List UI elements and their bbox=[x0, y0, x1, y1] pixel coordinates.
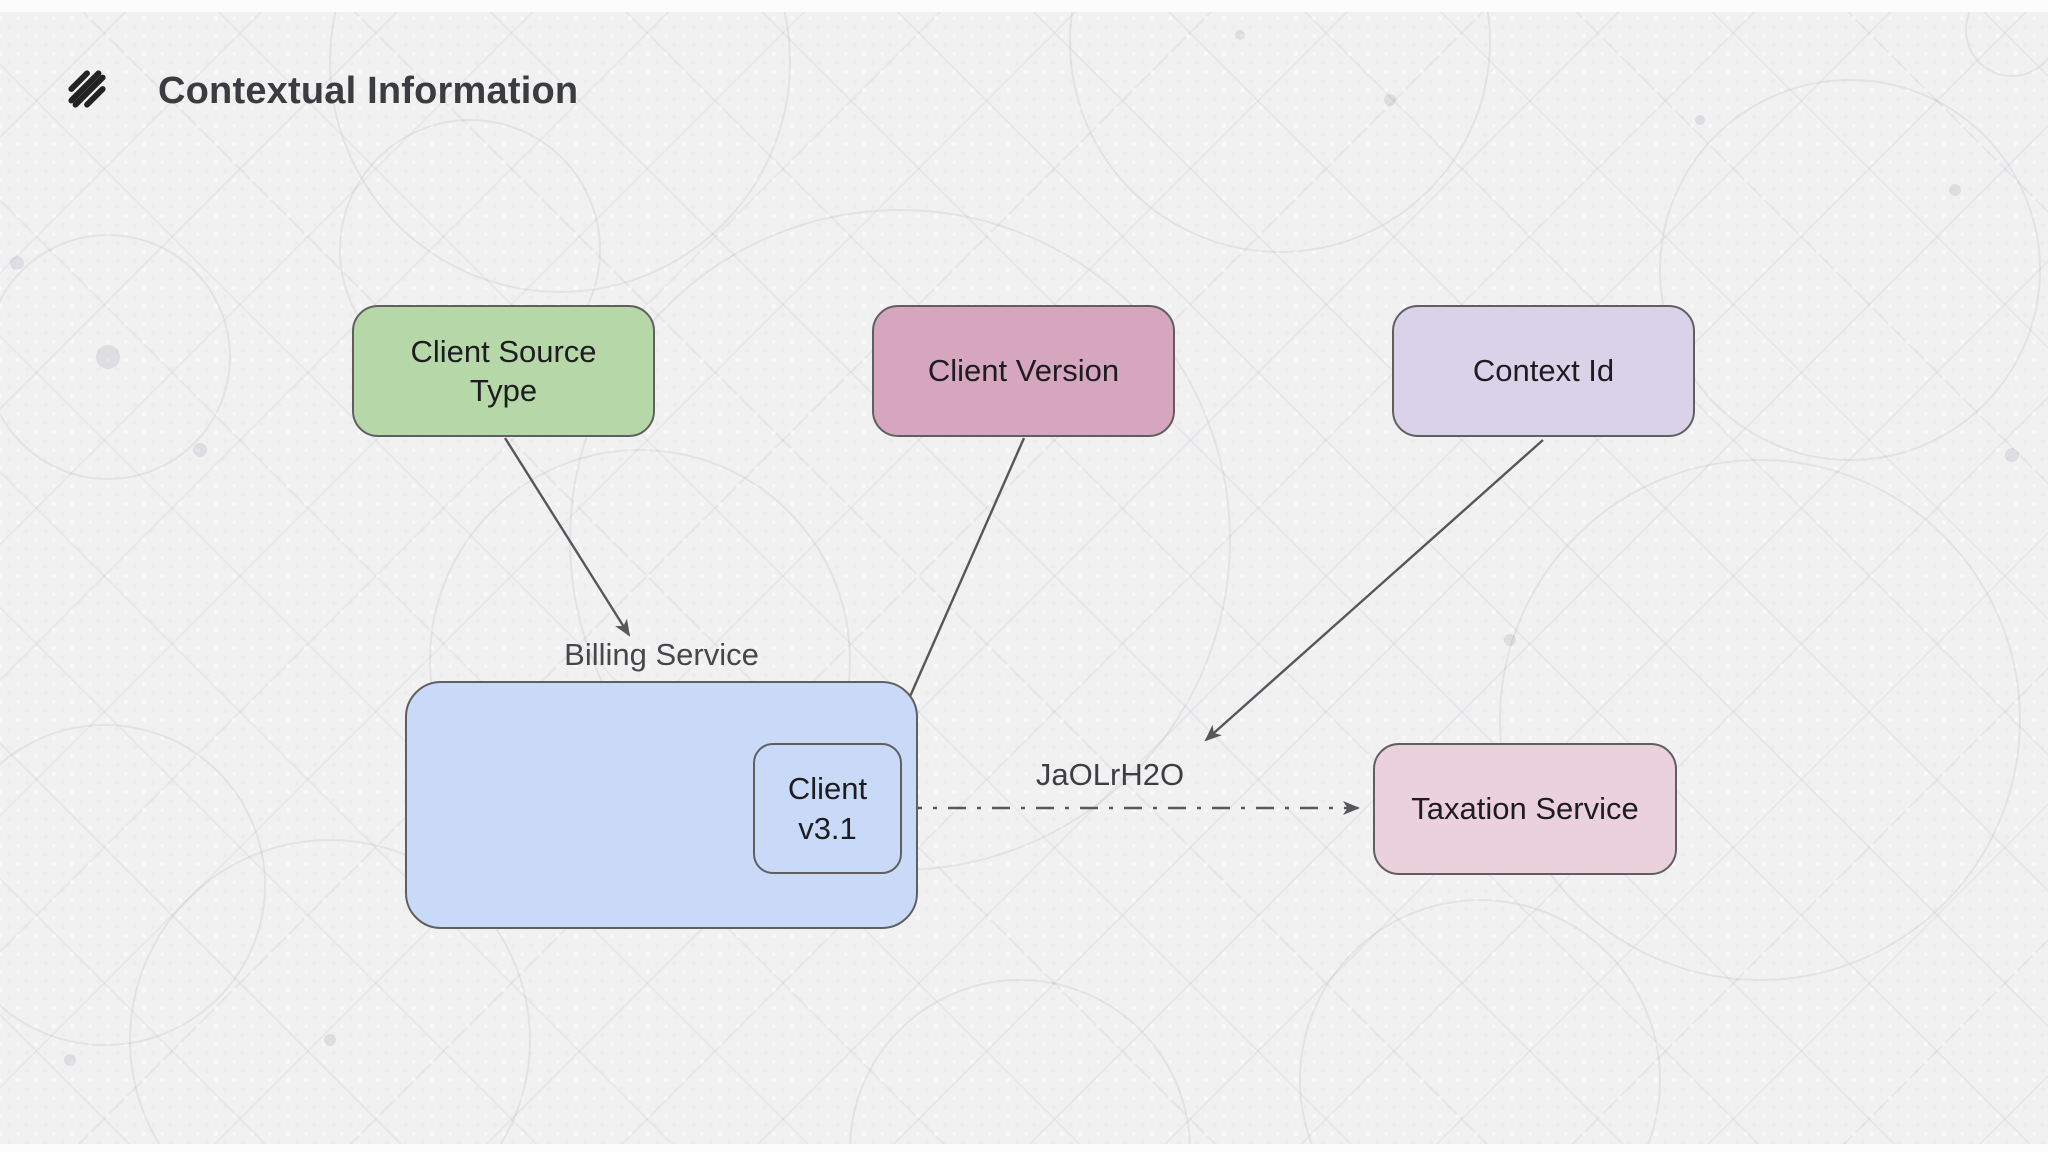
edge-client-source-type-to-billing-service bbox=[503, 437, 631, 637]
node-client-version[interactable]: Client Version bbox=[872, 305, 1175, 437]
node-client-source-type[interactable]: Client Source Type bbox=[352, 305, 655, 437]
node-label: Client Version bbox=[927, 353, 1120, 389]
node-client-v3-1[interactable]: Client v3.1 bbox=[753, 743, 902, 874]
bottom-margin-band bbox=[0, 1144, 2048, 1152]
node-label: Context Id bbox=[1472, 353, 1615, 389]
squarespace-logo-icon bbox=[68, 70, 106, 108]
edge-context-id-to-client-v3-1 bbox=[1204, 439, 1544, 742]
node-label: Taxation Service bbox=[1411, 791, 1639, 827]
top-margin-band bbox=[0, 0, 2048, 12]
slide-header: Contextual Information bbox=[0, 0, 2048, 150]
node-label: Client v3.1 bbox=[787, 771, 868, 846]
node-label: Client Source Type bbox=[410, 333, 597, 408]
billing-service-label: Billing Service bbox=[564, 637, 759, 672]
page-title: Contextual Information bbox=[158, 70, 579, 112]
edge-label-jaolrh2o: JaOLrH2O bbox=[1035, 757, 1185, 792]
node-context-id[interactable]: Context Id bbox=[1392, 305, 1695, 437]
node-taxation-service[interactable]: Taxation Service bbox=[1373, 743, 1677, 875]
